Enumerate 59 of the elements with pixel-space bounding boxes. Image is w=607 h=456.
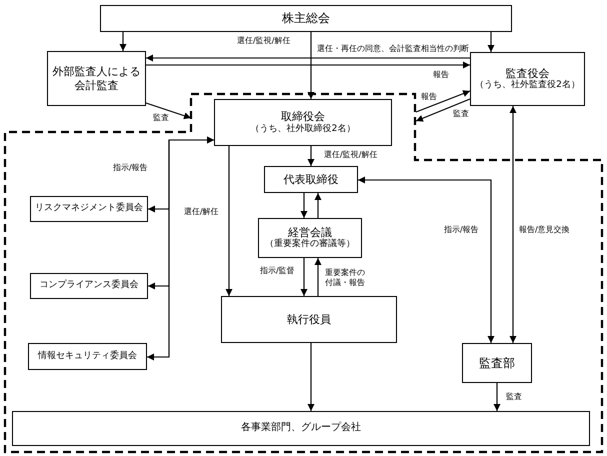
arrow xyxy=(300,193,308,218)
unit-name: 監査役会 xyxy=(506,66,550,80)
unit-name: 外部監査人による会計監査 xyxy=(52,64,142,92)
org-box xyxy=(47,51,146,106)
unit-name: 執行役員 xyxy=(287,312,331,326)
arrow xyxy=(494,383,500,411)
org-box xyxy=(462,343,532,383)
unit-name: 経営会議 xyxy=(288,226,332,239)
arrow xyxy=(314,258,322,296)
edge-label: 選任・再任の同意、会計監査相当性の判断 xyxy=(316,44,470,54)
arrow xyxy=(226,146,232,296)
edge-label: 監査 xyxy=(452,109,470,119)
arrow xyxy=(146,54,470,62)
arrow xyxy=(314,193,322,218)
edge-label: 監査 xyxy=(152,113,170,123)
arrow xyxy=(308,146,314,166)
unit-note: （うち、社外監査役2名） xyxy=(475,80,580,92)
org-box xyxy=(470,52,585,106)
edge-label: 報告/意見交換 xyxy=(518,225,571,235)
arrow xyxy=(308,343,314,411)
org-box xyxy=(28,343,147,370)
edge-label: 指示/報告 xyxy=(112,163,149,173)
unit-name: 各事業部門、グループ会社 xyxy=(241,422,361,435)
arrow xyxy=(416,90,470,113)
edge-label: 報告 xyxy=(420,92,438,102)
edge-label: 報告 xyxy=(432,70,450,80)
unit-name: 株主総会 xyxy=(282,11,330,26)
arrow xyxy=(300,258,308,296)
unit-name: リスクマネジメント委員会 xyxy=(35,203,143,215)
org-box xyxy=(221,296,397,343)
arrow xyxy=(308,32,314,99)
arrow xyxy=(358,176,494,343)
arrow xyxy=(120,32,126,51)
org-box xyxy=(30,196,148,222)
arrow xyxy=(416,98,470,122)
unit-name: 監査部 xyxy=(479,356,515,370)
edge-label: 指示/監督 xyxy=(259,266,296,276)
org-box xyxy=(264,166,358,193)
org-box xyxy=(12,411,590,446)
edge-label: 選任/解任 xyxy=(183,207,220,217)
arrow xyxy=(146,102,192,120)
org-box xyxy=(258,218,362,258)
edge-label: 指示/報告 xyxy=(443,225,480,235)
unit-name: 代表取締役 xyxy=(284,172,338,186)
edge-label: 選任/監視/解任 xyxy=(323,150,378,160)
unit-note: （重要案件の審議等） xyxy=(265,239,355,250)
arrow xyxy=(146,62,470,68)
arrow xyxy=(510,106,516,343)
org-box xyxy=(100,5,512,32)
org-box xyxy=(214,99,392,146)
org-box xyxy=(30,273,148,299)
arrow xyxy=(147,136,214,360)
unit-name: 取締役会 xyxy=(281,110,325,124)
edge-label: 監査 xyxy=(505,392,523,402)
edge-label: 選任/監視/解任 xyxy=(236,36,292,46)
unit-note: （うち、社外取締役2名） xyxy=(250,124,356,135)
arrow xyxy=(488,32,494,52)
unit-name: 情報セキュリティ委員会 xyxy=(38,350,137,362)
unit-name: コンプライアンス委員会 xyxy=(40,280,138,292)
